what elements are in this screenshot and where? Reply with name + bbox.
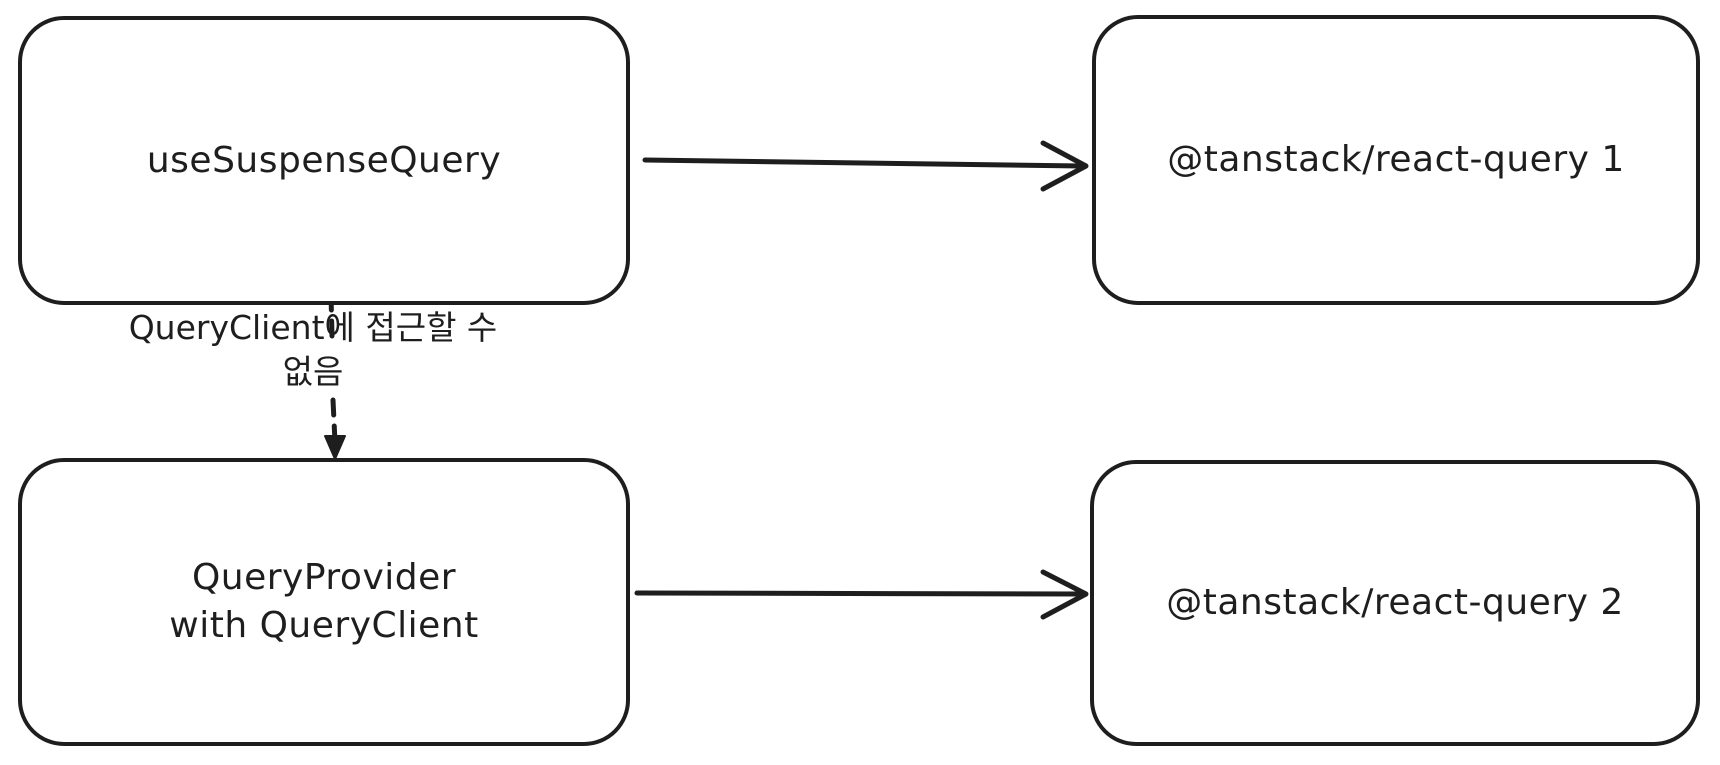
edge-query-provider-to-react-query-2: [634, 569, 1089, 620]
arrowhead-down-icon: [324, 435, 346, 460]
node-tanstack-react-query-2: @tanstack/react-query 2: [1090, 460, 1700, 746]
arrowhead-right-icon: [1040, 569, 1089, 620]
edge-label-line-1: QueryClient에 접근할 수: [128, 308, 498, 347]
node-label-line-1: QueryProvider: [191, 557, 457, 598]
arrowhead-right-icon: [1040, 140, 1089, 192]
node-use-suspense-query: useSuspenseQuery: [18, 16, 630, 305]
edge-label-cannot-access-queryclient: QueryClient에 접근할 수 없음: [73, 306, 553, 394]
edge-label-line-2: 없음: [282, 352, 344, 391]
edge-use-suspense-query-to-react-query-1: [642, 140, 1089, 192]
node-label: useSuspenseQuery: [146, 139, 502, 181]
edge-line: [634, 590, 1085, 597]
node-label: @tanstack/react-query 1: [1167, 139, 1625, 180]
edge-line: [642, 157, 1085, 169]
node-tanstack-react-query-1: @tanstack/react-query 1: [1092, 15, 1700, 305]
node-label: @tanstack/react-query 2: [1166, 582, 1624, 623]
node-label-line-2: with QueryClient: [169, 605, 479, 646]
node-query-provider-with-query-client: QueryProvider with QueryClient: [18, 458, 630, 746]
